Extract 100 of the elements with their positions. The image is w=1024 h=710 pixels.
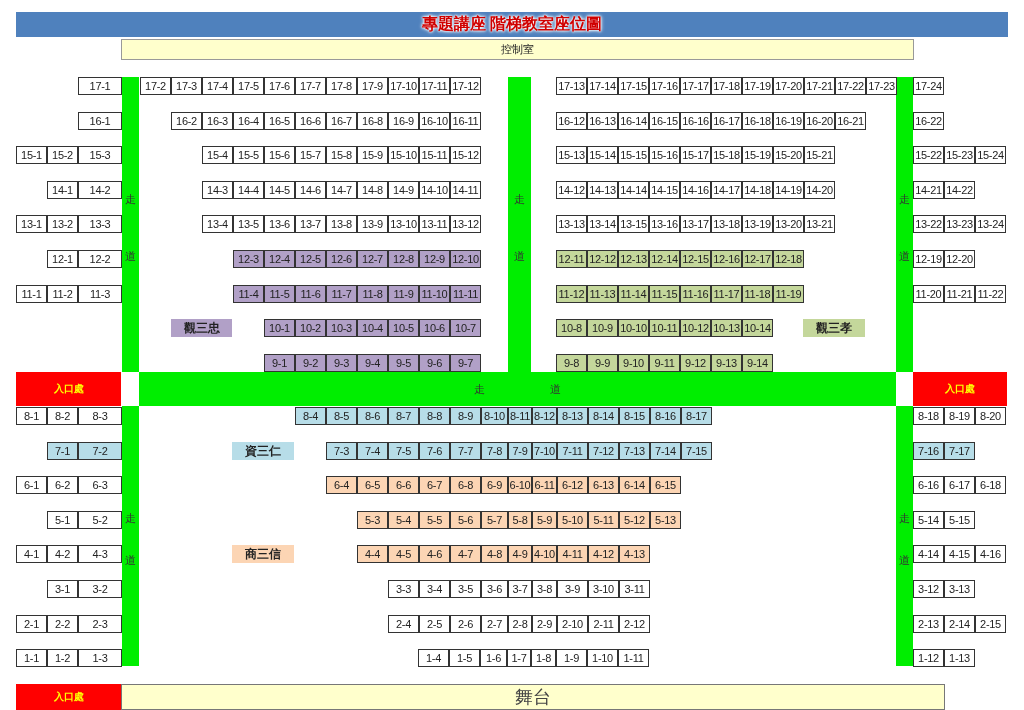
seat: 6-7 — [419, 476, 450, 494]
seat: 5-5 — [419, 511, 450, 529]
seat: 10-1 — [264, 319, 295, 337]
seat: 9-10 — [618, 354, 649, 372]
seat: 4-1 — [16, 545, 47, 563]
seat: 12-10 — [450, 250, 481, 268]
seat: 8-1 — [16, 407, 47, 425]
seat: 2-7 — [481, 615, 508, 633]
seat: 15-2 — [47, 146, 78, 164]
seat: 10-3 — [326, 319, 357, 337]
seat: 12-1 — [47, 250, 78, 268]
seat: 17-16 — [649, 77, 680, 95]
seat: 17-9 — [357, 77, 388, 95]
seat: 14-20 — [804, 181, 835, 199]
seat: 4-10 — [532, 545, 557, 563]
seat: 16-13 — [587, 112, 618, 130]
seat: 1-5 — [449, 649, 480, 667]
seat: 16-21 — [835, 112, 866, 130]
seat: 16-19 — [773, 112, 804, 130]
seat: 2-15 — [975, 615, 1006, 633]
seat: 7-15 — [681, 442, 712, 460]
seat: 15-5 — [233, 146, 264, 164]
seat: 4-5 — [388, 545, 419, 563]
seat: 14-15 — [649, 181, 680, 199]
seat: 17-12 — [450, 77, 481, 95]
seat: 17-5 — [233, 77, 264, 95]
seat: 15-12 — [450, 146, 481, 164]
seat: 15-3 — [78, 146, 122, 164]
seat: 13-22 — [913, 215, 944, 233]
seat: 1-3 — [78, 649, 122, 667]
seat: 13-15 — [618, 215, 649, 233]
seat: 2-1 — [16, 615, 47, 633]
seat: 6-11 — [532, 476, 557, 494]
seat: 17-11 — [419, 77, 450, 95]
seat: 3-10 — [588, 580, 619, 598]
seat: 4-15 — [944, 545, 975, 563]
seat: 10-9 — [587, 319, 618, 337]
seat: 7-17 — [944, 442, 975, 460]
seat: 1-6 — [480, 649, 507, 667]
seat: 14-2 — [78, 181, 122, 199]
class-label: 資三仁 — [232, 442, 294, 460]
seat: 12-19 — [913, 250, 944, 268]
seat: 12-9 — [419, 250, 450, 268]
seat: 14-18 — [742, 181, 773, 199]
seat: 5-12 — [619, 511, 650, 529]
seat: 16-10 — [419, 112, 450, 130]
seat: 11-9 — [388, 285, 419, 303]
seat: 5-1 — [47, 511, 78, 529]
seat: 11-11 — [450, 285, 481, 303]
seat: 15-15 — [618, 146, 649, 164]
seat: 3-2 — [78, 580, 122, 598]
seat: 2-14 — [944, 615, 975, 633]
seat: 17-15 — [618, 77, 649, 95]
seat: 1-13 — [944, 649, 975, 667]
seat: 11-2 — [47, 285, 78, 303]
seat: 7-5 — [388, 442, 419, 460]
seat: 7-9 — [508, 442, 532, 460]
seat: 13-17 — [680, 215, 711, 233]
seat: 14-16 — [680, 181, 711, 199]
seat: 16-12 — [556, 112, 587, 130]
seat: 15-9 — [357, 146, 388, 164]
seat: 5-4 — [388, 511, 419, 529]
seat: 17-21 — [804, 77, 835, 95]
seat: 8-6 — [357, 407, 388, 425]
seat: 13-7 — [295, 215, 326, 233]
seat: 17-3 — [171, 77, 202, 95]
seat: 15-10 — [388, 146, 419, 164]
seat: 15-14 — [587, 146, 618, 164]
seat: 1-7 — [507, 649, 531, 667]
seat: 5-15 — [944, 511, 975, 529]
seat: 6-3 — [78, 476, 122, 494]
seat: 7-13 — [619, 442, 650, 460]
seat: 7-12 — [588, 442, 619, 460]
seat: 12-2 — [78, 250, 122, 268]
seat: 14-8 — [357, 181, 388, 199]
seat: 13-18 — [711, 215, 742, 233]
seat: 7-1 — [47, 442, 78, 460]
seat: 13-16 — [649, 215, 680, 233]
seat: 9-3 — [326, 354, 357, 372]
seat: 14-17 — [711, 181, 742, 199]
seat: 16-14 — [618, 112, 649, 130]
seat: 3-7 — [508, 580, 532, 598]
seat: 1-1 — [16, 649, 47, 667]
aisle-label: 走道 — [124, 184, 138, 300]
seat: 16-16 — [680, 112, 711, 130]
seat: 11-17 — [711, 285, 742, 303]
seat: 4-14 — [913, 545, 944, 563]
seat: 9-14 — [742, 354, 773, 372]
seat: 5-3 — [357, 511, 388, 529]
seat: 13-11 — [419, 215, 450, 233]
seat: 2-4 — [388, 615, 419, 633]
seat: 4-16 — [975, 545, 1006, 563]
seat: 6-5 — [357, 476, 388, 494]
seat: 1-2 — [47, 649, 78, 667]
seat: 11-8 — [357, 285, 388, 303]
seat: 11-19 — [773, 285, 804, 303]
aisle — [122, 406, 139, 666]
seat: 17-1 — [78, 77, 122, 95]
seat: 10-8 — [556, 319, 587, 337]
seat: 6-10 — [508, 476, 532, 494]
